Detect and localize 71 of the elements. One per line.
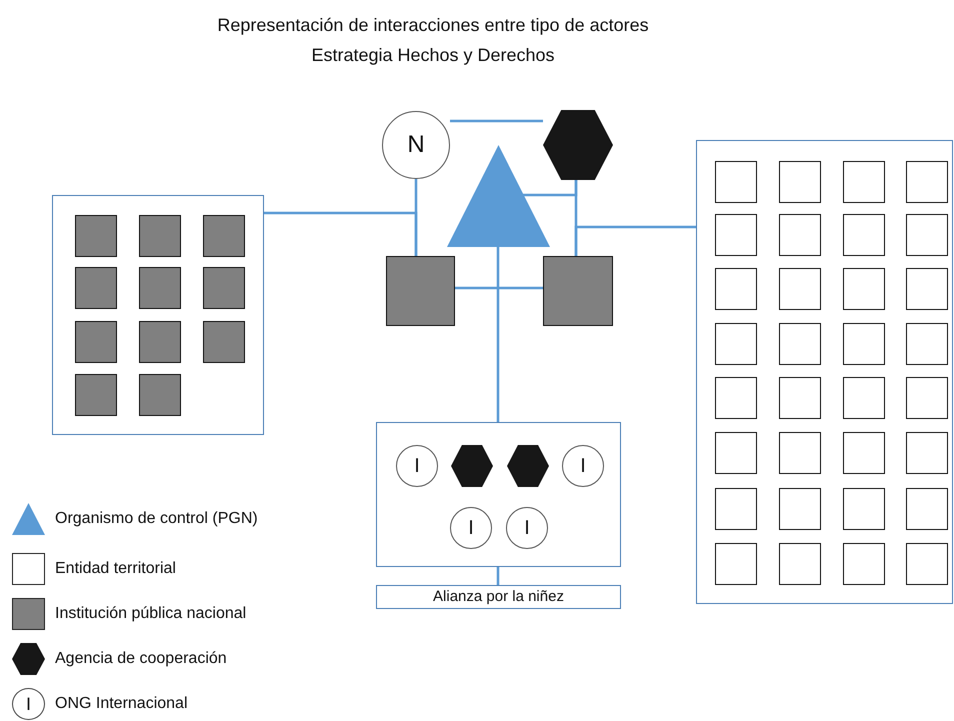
group-frame (52, 195, 264, 435)
empty-square-node (715, 432, 757, 474)
empty-square-node (779, 214, 821, 256)
empty-square-node (906, 488, 948, 530)
filled-square-node (139, 267, 181, 309)
empty-square-node (906, 432, 948, 474)
group-frame (376, 422, 621, 567)
filled-square-node (203, 267, 245, 309)
hexagon-node (451, 445, 493, 487)
empty-square-node (779, 268, 821, 310)
connector-line (455, 286, 543, 290)
empty-square-node (779, 323, 821, 365)
legend-label: Organismo de control (PGN) (55, 509, 258, 529)
empty-square-node (779, 161, 821, 203)
empty-square-node (843, 432, 885, 474)
symbol-letter: I (24, 693, 32, 715)
filled-square-node (203, 321, 245, 363)
connector-line (450, 120, 543, 122)
hexagon-node (543, 110, 613, 180)
empty-square-node (715, 543, 757, 585)
empty-square-node (843, 377, 885, 419)
legend-label: Agencia de cooperación (55, 649, 227, 669)
circle-node: I (396, 445, 438, 487)
empty-square-node (906, 214, 948, 256)
empty-square-node (843, 488, 885, 530)
triangle-node (447, 145, 550, 247)
empty-square-node (906, 268, 948, 310)
filled-square-node (139, 215, 181, 257)
empty-square-node (906, 161, 948, 203)
empty-square-node (715, 377, 757, 419)
filled-square-node (139, 321, 181, 363)
group-name-box: Alianza por la niñez (376, 585, 621, 609)
empty-square-node (779, 432, 821, 474)
empty-square-node (843, 161, 885, 203)
circle-node: I (562, 445, 604, 487)
empty-square-node (843, 323, 885, 365)
empty-square-node (715, 323, 757, 365)
group-frame (696, 140, 953, 604)
empty-square-node (715, 214, 757, 256)
empty-square-node (715, 488, 757, 530)
circle-node: N (382, 111, 450, 179)
connector-line (574, 226, 696, 256)
empty-square-node (843, 268, 885, 310)
filled-square-node (543, 256, 613, 326)
circle-node: I (450, 507, 492, 549)
legend-label: ONG Internacional (55, 694, 188, 714)
diagram-title: Representación de interacciones entre tipo de actores Estrategia Hechos y Derechos (216, 14, 650, 67)
filled-square-node (203, 215, 245, 257)
filled-square-node (139, 374, 181, 416)
connector-line (264, 212, 418, 256)
empty-square-node (715, 268, 757, 310)
hexagon-node (507, 445, 549, 487)
empty-square-node (843, 214, 885, 256)
filled-square-node (75, 321, 117, 363)
filled-square-node (75, 215, 117, 257)
connector-line (496, 567, 500, 585)
filled-square-node (75, 267, 117, 309)
circle-node: I (506, 507, 548, 549)
empty-square-node (779, 377, 821, 419)
filled-square-node (386, 256, 455, 326)
connector-line (496, 247, 500, 422)
filled-square-node (75, 374, 117, 416)
legend-label: Entidad territorial (55, 559, 176, 579)
empty-square-node (906, 377, 948, 419)
empty-square-node (906, 323, 948, 365)
legend-label: Institución pública nacional (55, 604, 246, 624)
empty-square-node (715, 161, 757, 203)
empty-square-node (779, 488, 821, 530)
empty-square-node (779, 543, 821, 585)
empty-square-node (906, 543, 948, 585)
empty-square-node (843, 543, 885, 585)
